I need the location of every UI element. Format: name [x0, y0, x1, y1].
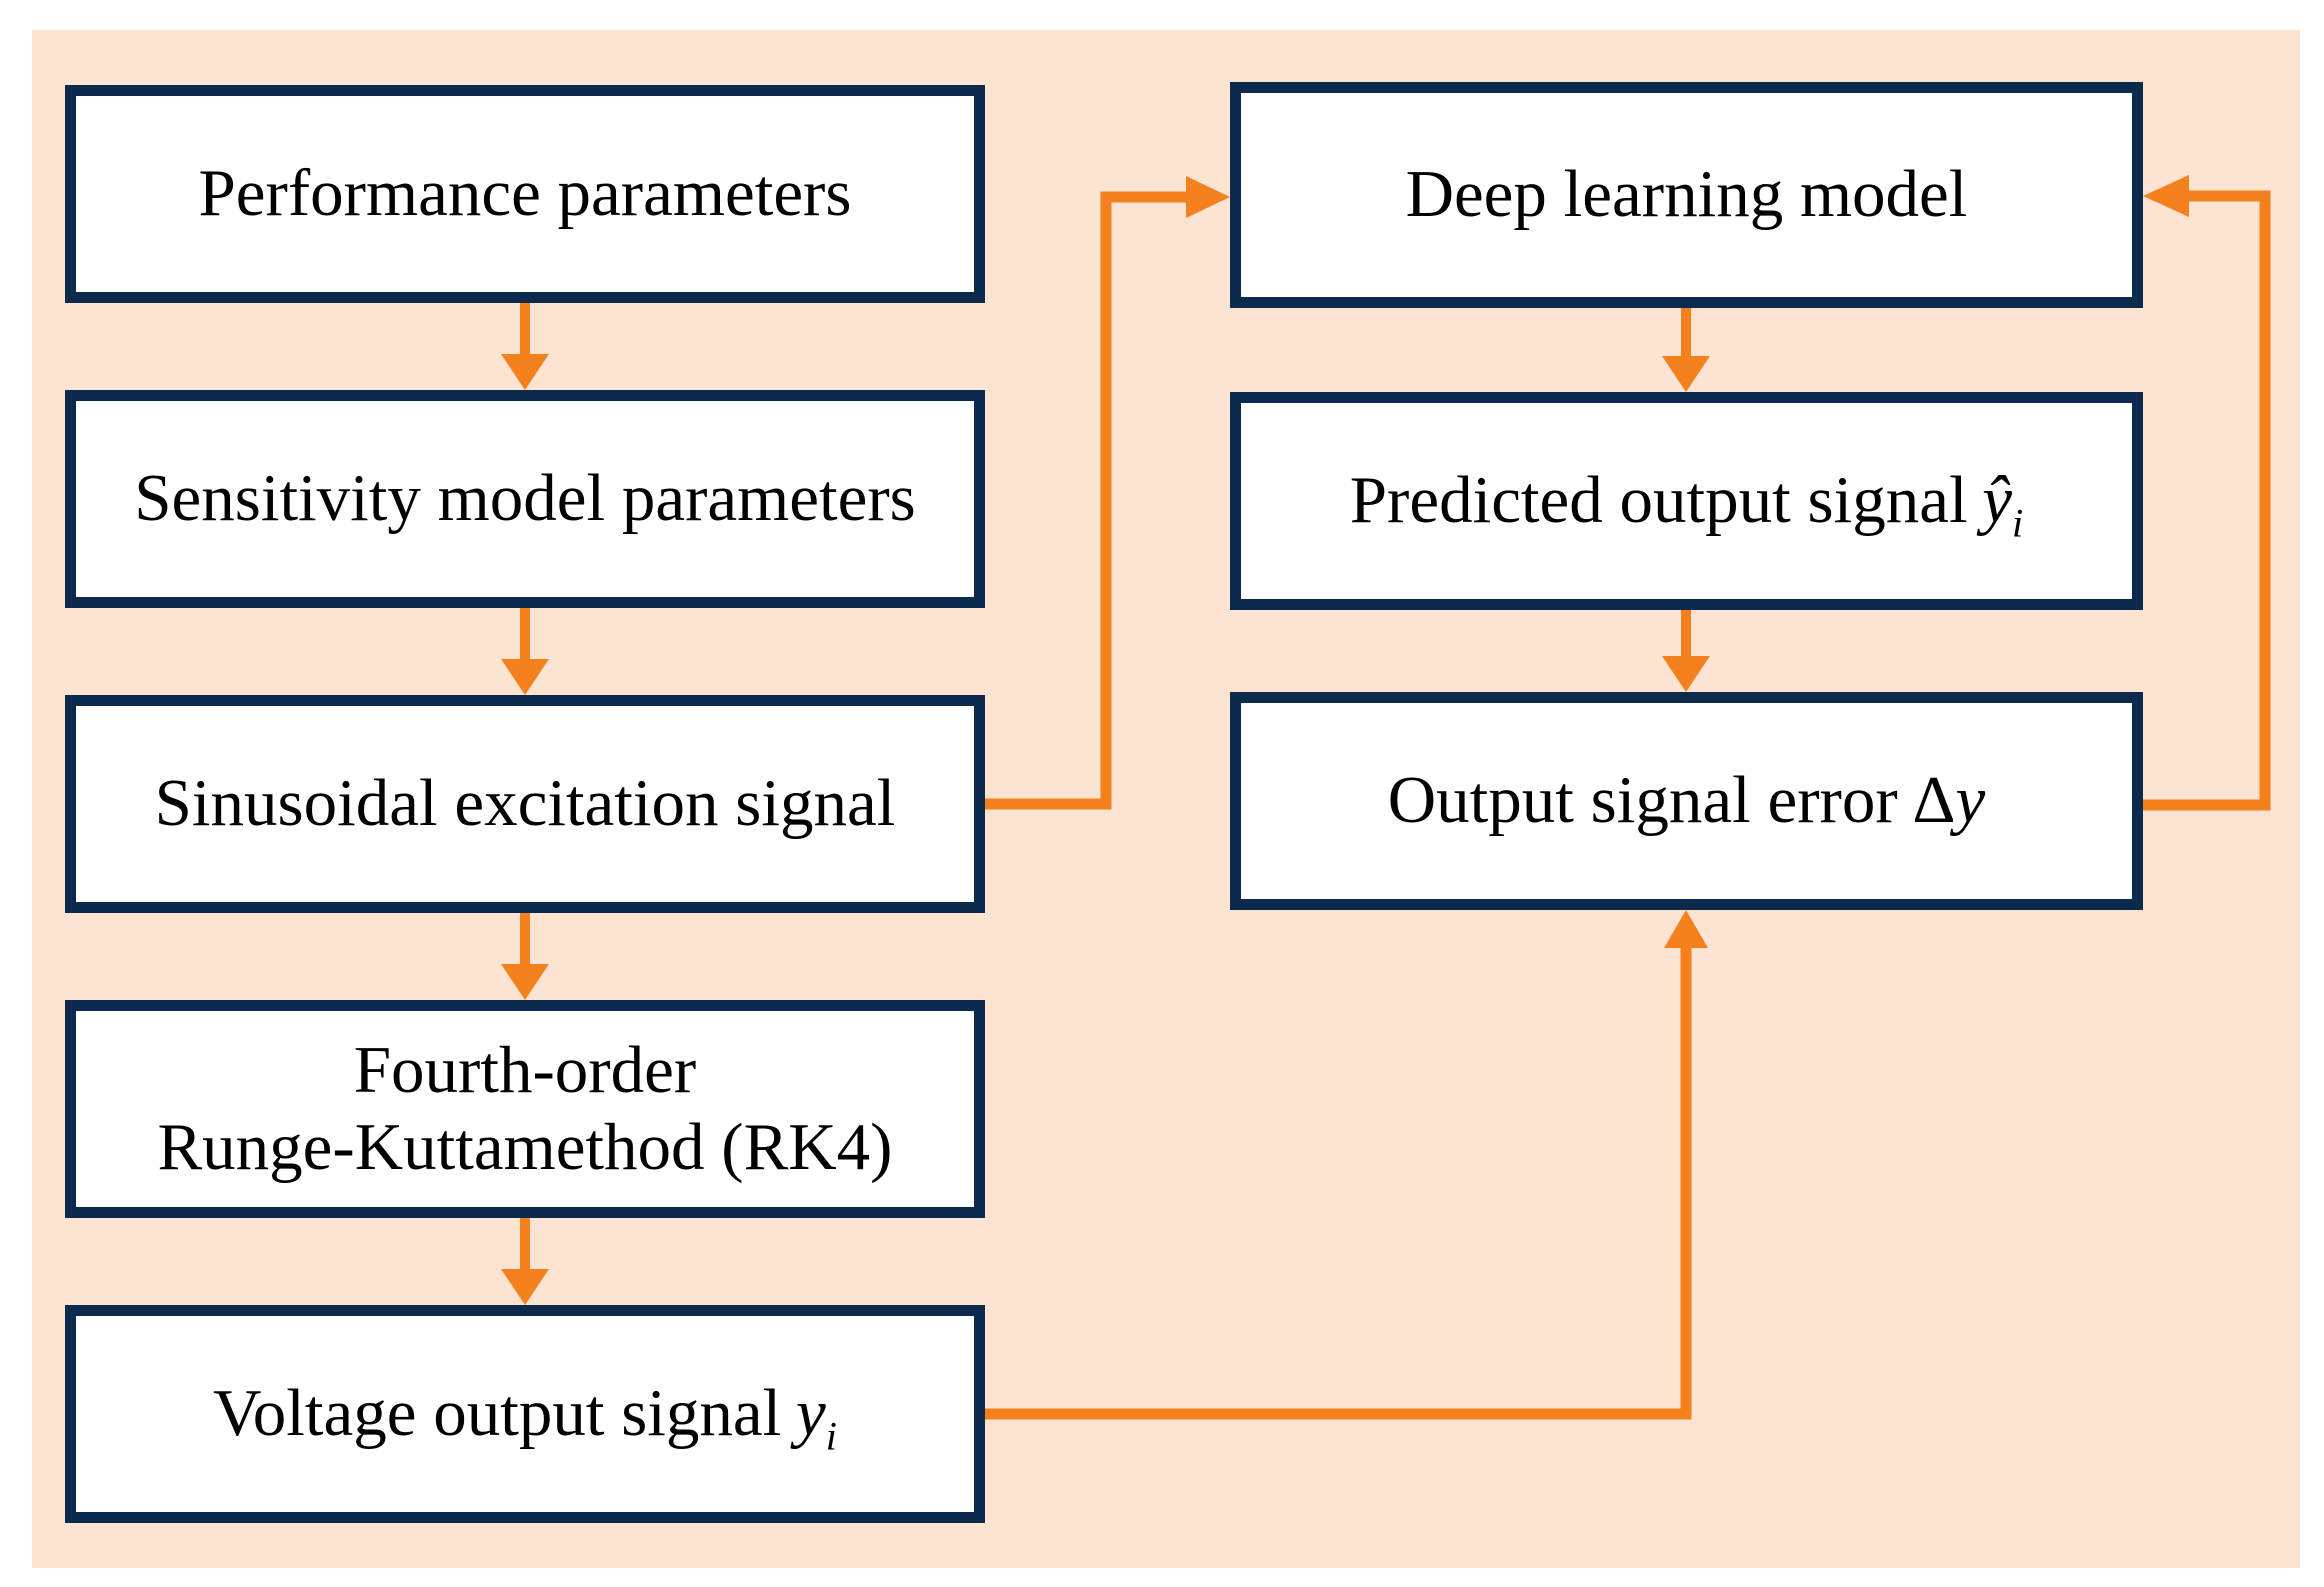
- math-symbol-delta-y: Δy: [1912, 763, 1986, 838]
- node-label: Deep learning model: [1405, 157, 1968, 232]
- node-performance-parameters: Performance parameters: [65, 85, 985, 303]
- node-rk4-method: Fourth-order Runge-Kuttamethod (RK4): [65, 1000, 985, 1218]
- math-symbol-yi: yi: [796, 1376, 837, 1459]
- node-label: Performance parameters: [198, 156, 852, 231]
- node-label-line1: Fourth-order: [353, 1032, 697, 1107]
- node-label: Fourth-order Runge-Kuttamethod (RK4): [157, 1032, 892, 1186]
- node-label-text: Output signal error: [1387, 763, 1898, 838]
- node-sinusoidal-excitation-signal: Sinusoidal excitation signal: [65, 695, 985, 913]
- node-label-text: Voltage output signal: [213, 1376, 782, 1451]
- math-symbol-yhat-i: ŷi: [1982, 463, 2024, 546]
- node-deep-learning-model: Deep learning model: [1230, 82, 2143, 308]
- node-sensitivity-model-parameters: Sensitivity model parameters: [65, 390, 985, 608]
- node-label-text: Predicted output signal: [1349, 463, 1968, 538]
- node-label: Sensitivity model parameters: [134, 461, 916, 536]
- node-label-line2: Runge-Kuttamethod (RK4): [157, 1110, 893, 1184]
- node-label: Sinusoidal excitation signal: [154, 766, 896, 841]
